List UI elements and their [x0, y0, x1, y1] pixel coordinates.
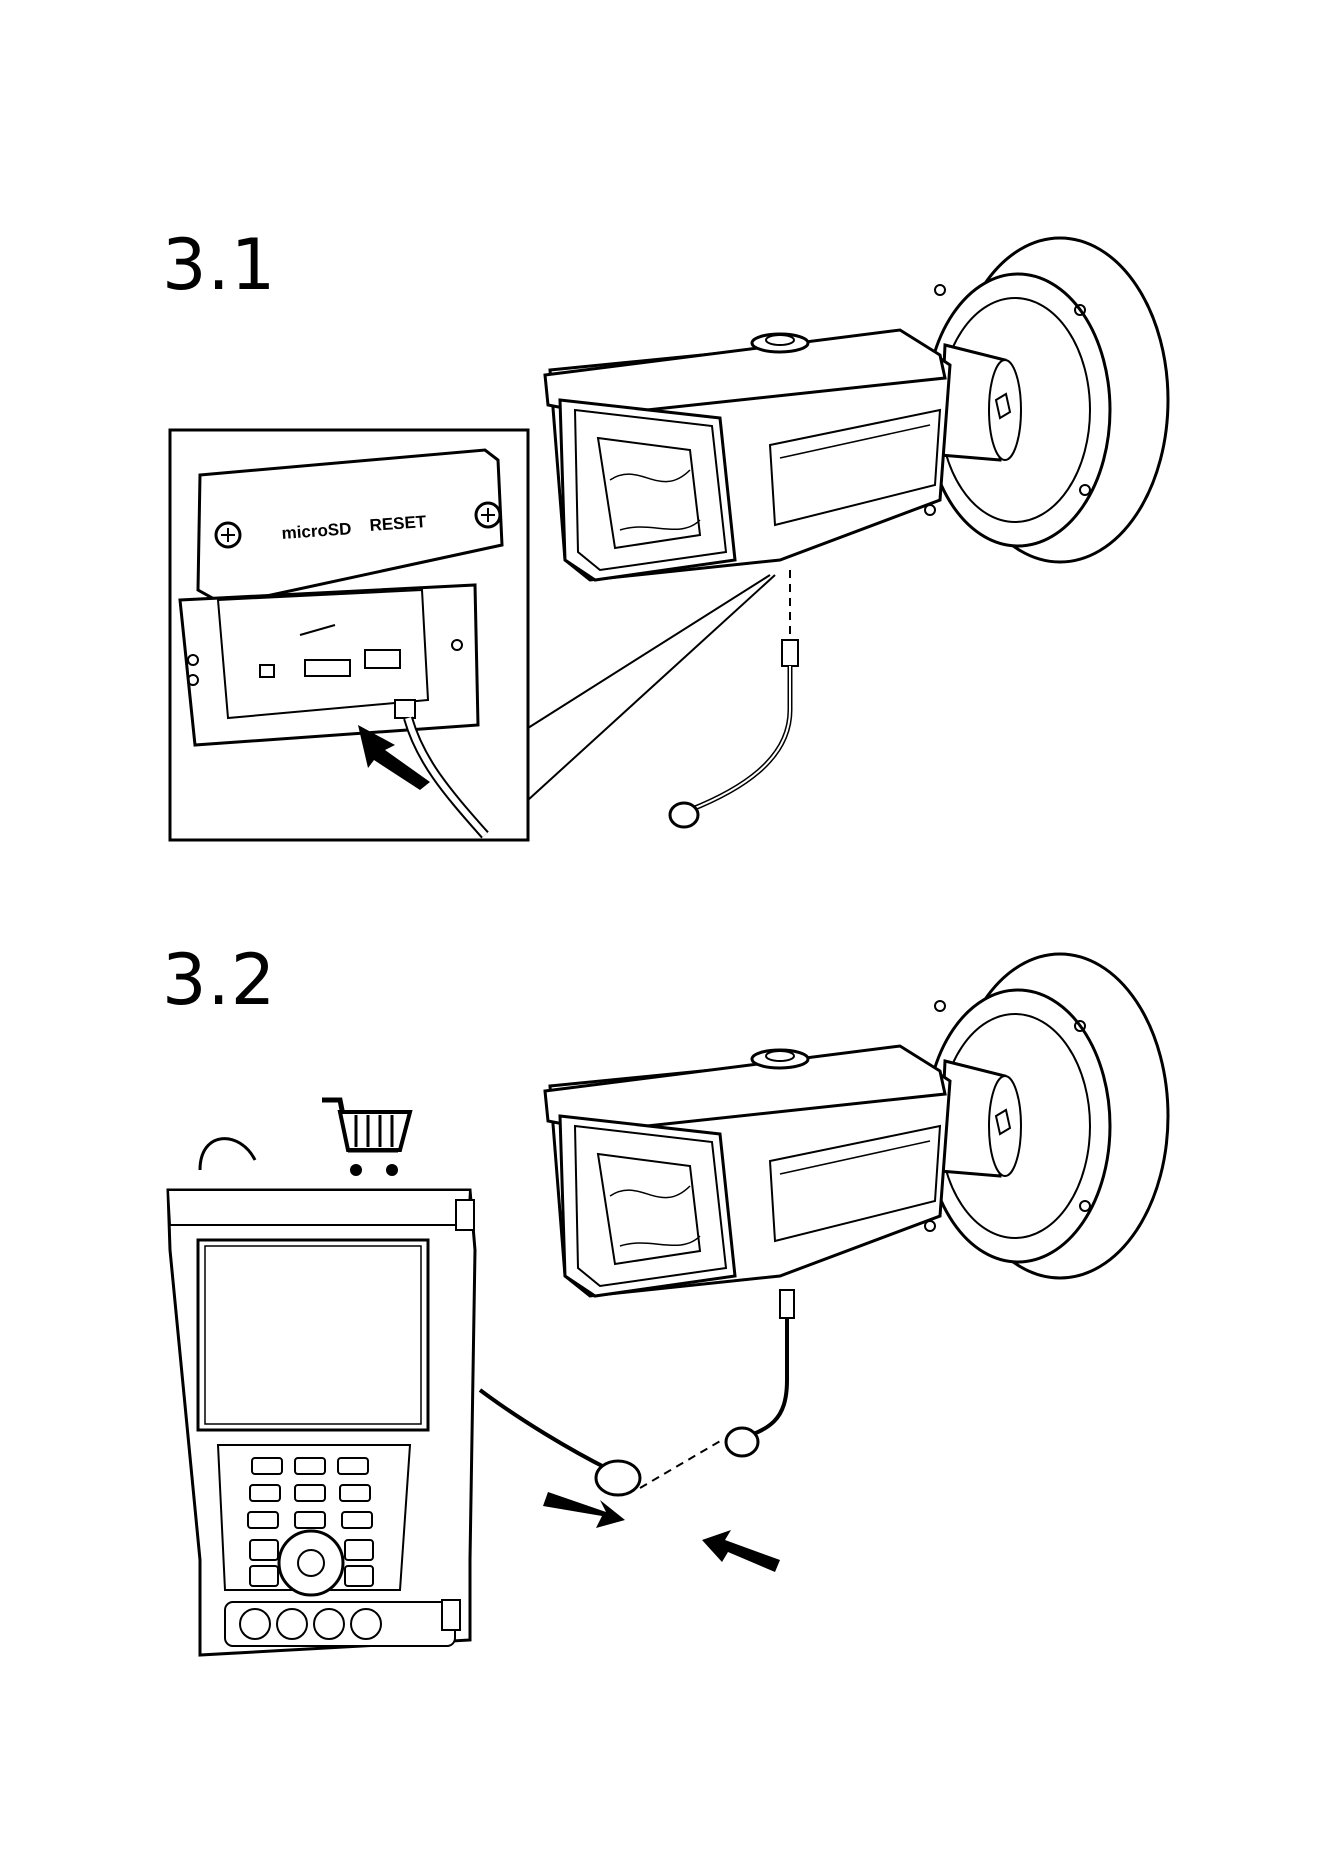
- tester-screen: [198, 1240, 428, 1430]
- camera-3-2: [545, 954, 1168, 1296]
- test-port: [365, 650, 400, 668]
- dashed-connection-line-3-2: [640, 1440, 722, 1488]
- zoom-line-bottom: [528, 575, 775, 800]
- ip-camera-tester: [168, 1139, 475, 1655]
- network-cable: [690, 666, 790, 810]
- camera-cable-plug: [726, 1428, 758, 1456]
- microsd-slot: [305, 660, 350, 676]
- arrow-icon: [543, 1492, 625, 1528]
- camera-cable: [735, 1318, 787, 1440]
- detail-panel: microSD RESET: [170, 430, 528, 840]
- reset-button: [260, 665, 274, 677]
- camera-cable-connector: [780, 1290, 794, 1318]
- zoom-line-top: [528, 575, 770, 728]
- camera-3-1: [545, 238, 1168, 580]
- cable-connector-detail: [395, 700, 415, 718]
- cable-plug: [670, 803, 698, 827]
- shopping-cart-icon: [322, 1100, 410, 1176]
- reset-label: RESET: [369, 512, 427, 535]
- cable-connector: [782, 640, 798, 666]
- tester-cable-plug: [596, 1461, 640, 1495]
- tester-cable: [480, 1390, 610, 1470]
- arrow-icon: [702, 1530, 780, 1572]
